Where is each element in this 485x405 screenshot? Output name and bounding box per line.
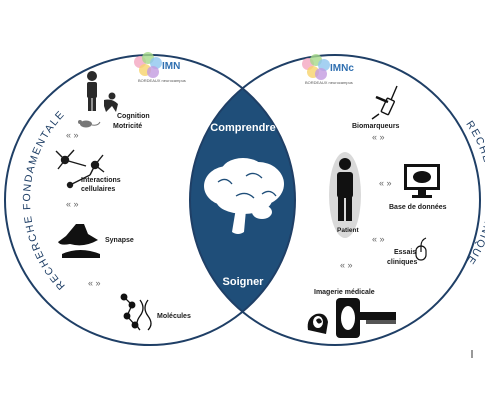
molecule-icon: [120, 293, 152, 331]
biomarqueurs-label: Biomarqueurs: [352, 123, 400, 130]
patient-label: Patient: [337, 227, 360, 234]
center-top-label: Comprendre: [210, 122, 275, 134]
left-arc-title: RECHERCHE FONDAMENTALE: [21, 108, 68, 292]
cognition-label: Cognition: [117, 113, 150, 120]
brain-icon: [204, 158, 284, 234]
neuron-icon: [55, 149, 105, 189]
human-monkey-mouse-icon: [78, 71, 118, 128]
patient-icon: [337, 158, 353, 221]
mouse-icon: [415, 237, 427, 261]
imagerie-label: Imagerie médicale: [314, 289, 375, 296]
synapse-icon: [58, 224, 100, 258]
right-quote-3: « »: [372, 234, 385, 244]
imn-logo: IMN BORDEAUX neurocampus: [134, 52, 186, 83]
essais-label-1: Essais: [394, 249, 416, 256]
imnc-logo-caption: BORDEAUX neurocampus: [305, 80, 353, 85]
lens-intersection: [190, 55, 295, 345]
imnc-logo: IMNc BORDEAUX neurocampus: [302, 54, 354, 85]
interactions-label-2: cellulaires: [81, 186, 115, 193]
left-quote-3: « »: [88, 278, 101, 288]
center-bottom-label: Soigner: [223, 276, 265, 288]
left-quote-1: « »: [66, 130, 79, 140]
motricite-label: Motricité: [113, 123, 142, 130]
mri-scanner-icon: [307, 298, 396, 338]
synapse-label: Synapse: [105, 237, 134, 244]
molecules-label: Molécules: [157, 313, 191, 320]
brain-folds: [217, 172, 277, 199]
essais-label-2: cliniques: [387, 259, 417, 266]
imnc-logo-word: IMNc: [330, 63, 354, 74]
base-de-donnees-label: Base de données: [389, 204, 447, 211]
right-quote-4: « »: [340, 260, 353, 270]
syringe-icon: [371, 85, 398, 120]
right-quote-2: « »: [379, 178, 392, 188]
right-circle: [189, 54, 481, 346]
left-quote-2: « »: [66, 199, 79, 209]
monitor-brain-icon: [404, 164, 440, 198]
interactions-label-1: Interactions: [81, 177, 121, 184]
imn-logo-caption: BORDEAUX neurocampus: [138, 78, 186, 83]
imn-logo-word: IMN: [162, 61, 180, 72]
right-quote-1: « »: [372, 132, 385, 142]
